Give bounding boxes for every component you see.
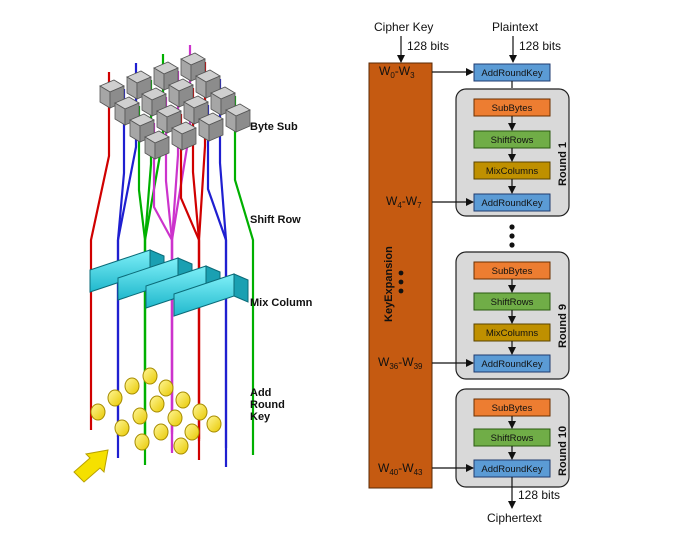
byte-sub-label: Byte Sub	[250, 121, 298, 133]
round-key-balls	[90, 367, 222, 455]
round-key-ball	[90, 403, 106, 421]
key-expansion-label: KeyExpansion	[383, 246, 395, 322]
add-round-key-label-line3: Key	[250, 411, 271, 423]
state-wire	[89, 72, 111, 430]
round-9-addroundkey	[473, 354, 551, 373]
round-key-ball	[134, 433, 150, 451]
round-10-label: Round 10	[557, 426, 569, 476]
round-9-mixcolumns-label: MixColumns	[486, 328, 539, 339]
add-round-key-label-line2: Round	[250, 399, 285, 411]
key-words-w0-w3: W0-W3	[379, 64, 415, 80]
cipher-key-caption: Cipher Key	[374, 20, 433, 34]
round-key-ball	[142, 367, 158, 385]
round-1-addroundkey-label: AddRoundKey	[481, 198, 543, 209]
round-key-ball	[206, 415, 222, 433]
round-9-subbytes-label: SubBytes	[492, 266, 533, 277]
key-words-w36-w39: W36-W39	[378, 355, 423, 371]
round-9-shiftrows-label: ShiftRows	[491, 297, 534, 308]
round-key-ball	[173, 437, 189, 455]
key-words-w40-w43: W40-W43	[378, 461, 423, 477]
round-key-ball	[184, 423, 200, 441]
round-key-ball	[124, 377, 140, 395]
round-key-ball	[167, 409, 183, 427]
round-1-subbytes-label: SubBytes	[492, 103, 533, 114]
mix-column-bar-side	[233, 273, 249, 303]
round-10-shiftrows-label: ShiftRows	[491, 433, 534, 444]
round-key-ball	[132, 407, 148, 425]
rounds-ellipsis	[509, 224, 515, 248]
byte-cube-right	[208, 118, 224, 142]
shift-row-label: Shift Row	[250, 214, 301, 226]
key-words-w4-w7: W4-W7	[386, 194, 422, 210]
state-wire	[116, 89, 126, 458]
round-1-mixcolumns-label: MixColumns	[486, 166, 539, 177]
round-9-addroundkey-label: AddRoundKey	[481, 359, 543, 370]
round-key-ball	[114, 419, 130, 437]
plaintext-bits-caption: 128 bits	[519, 39, 561, 53]
ciphertext-bits-caption: 128 bits	[518, 488, 560, 502]
round-key-ball	[149, 395, 165, 413]
initial-add-round-key-label: AddRoundKey	[481, 68, 543, 79]
byte-sub-cubes	[99, 52, 251, 160]
plaintext-caption: Plaintext	[492, 20, 539, 34]
add-round-key-label-line1: Add	[250, 387, 271, 399]
byte-cube-right	[235, 109, 251, 133]
round-1-label: Round 1	[557, 142, 569, 186]
mix-column-label: Mix Column	[250, 297, 313, 309]
round-10-addroundkey-label: AddRoundKey	[481, 464, 543, 475]
state-wire	[179, 114, 201, 441]
round-key-ball	[153, 423, 169, 441]
key-bits-caption: 128 bits	[407, 39, 449, 53]
mix-column-bars	[89, 249, 249, 317]
aes-flow-diagram: Cipher Key 128 bits Plaintext 128 bits K…	[368, 20, 570, 525]
round-1-shiftrows-label: ShiftRows	[491, 135, 534, 146]
aes-round-illustration	[73, 45, 255, 483]
round-1-addroundkey	[473, 193, 551, 212]
round-key-ball	[107, 389, 123, 407]
state-wire	[206, 105, 228, 448]
key-expansion-block	[368, 62, 433, 489]
byte-cube-right	[181, 127, 197, 151]
ciphertext-caption: Ciphertext	[487, 511, 542, 525]
byte-cube-right	[154, 136, 170, 160]
round-key-ball	[175, 391, 191, 409]
round-key-ball	[192, 403, 208, 421]
round-key-ball	[158, 379, 174, 397]
state-wire	[137, 106, 147, 446]
input-arrow-icon	[73, 449, 109, 483]
round-10-subbytes-label: SubBytes	[492, 403, 533, 414]
state-wire	[152, 123, 174, 434]
state-wire	[233, 96, 255, 455]
key-expansion-ellipsis	[398, 270, 404, 294]
round-9-label: Round 9	[557, 304, 569, 348]
